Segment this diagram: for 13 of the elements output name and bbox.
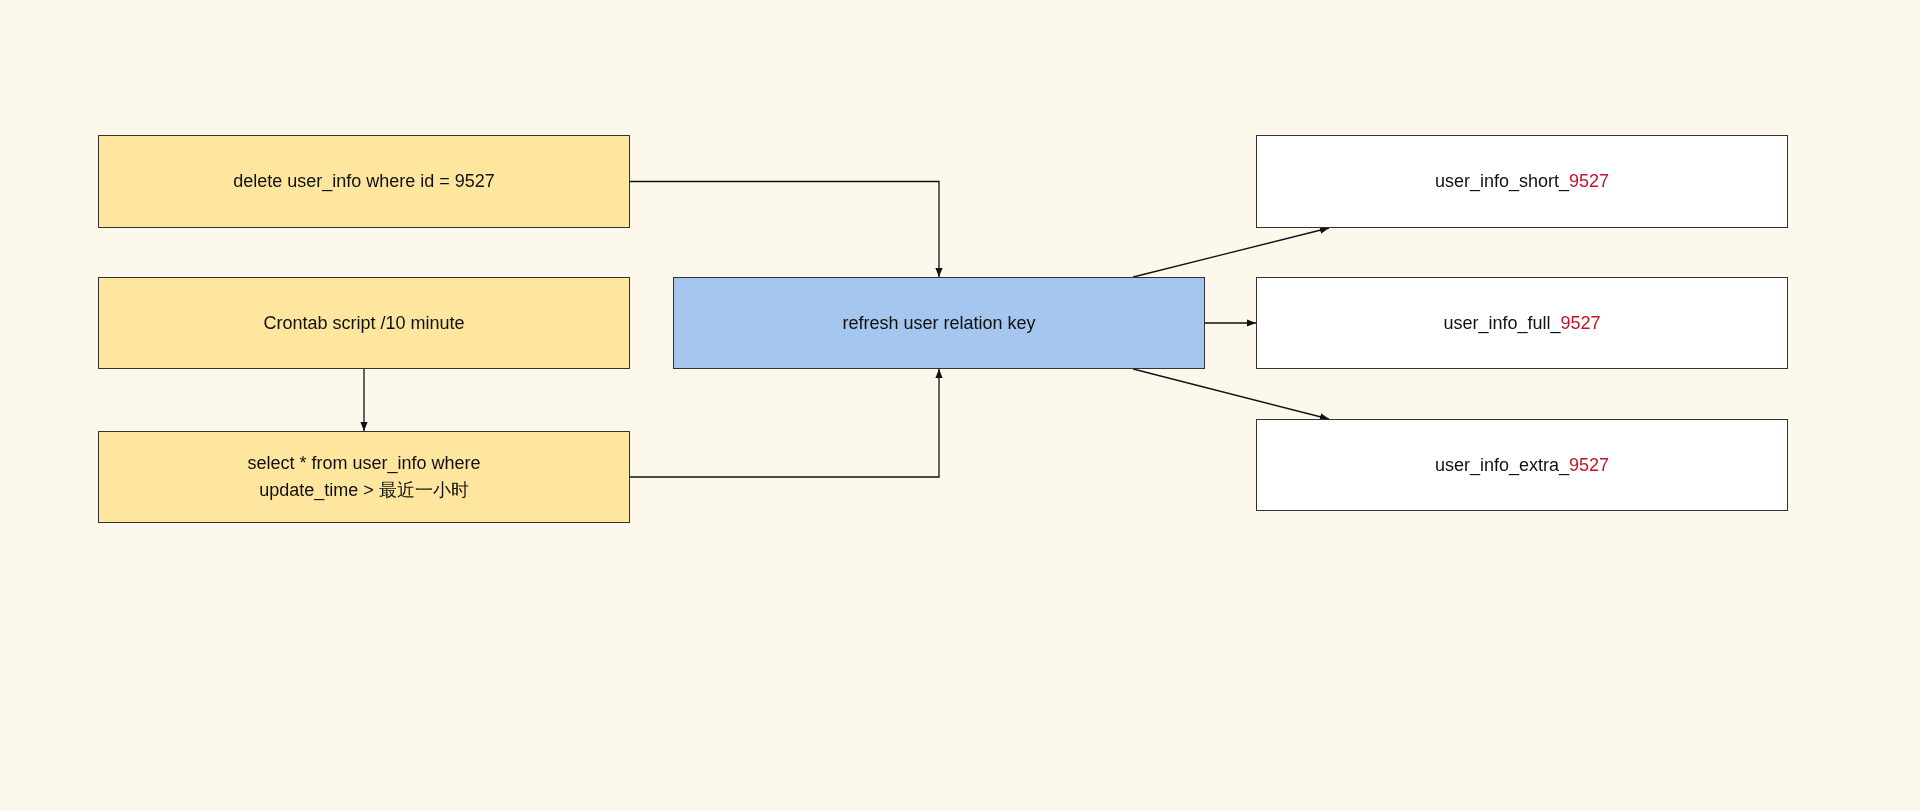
process-box: delete user_info where id = 9527 <box>98 135 630 228</box>
process-box: user_info_extra_9527 <box>1256 419 1788 511</box>
arrow <box>360 368 368 432</box>
arrow <box>1132 226 1330 278</box>
process-box: user_info_full_9527 <box>1256 277 1788 369</box>
process-box: Crontab script /10 minute <box>98 277 630 369</box>
arrow <box>1204 319 1257 327</box>
process-box: refresh user relation key <box>673 277 1205 369</box>
process-box: select * from user_info where update_time > 最近一小时 <box>98 431 630 523</box>
process-box: user_info_short_9527 <box>1256 135 1788 228</box>
arrow <box>629 368 943 478</box>
arrow <box>1132 368 1330 421</box>
arrow <box>629 180 943 278</box>
